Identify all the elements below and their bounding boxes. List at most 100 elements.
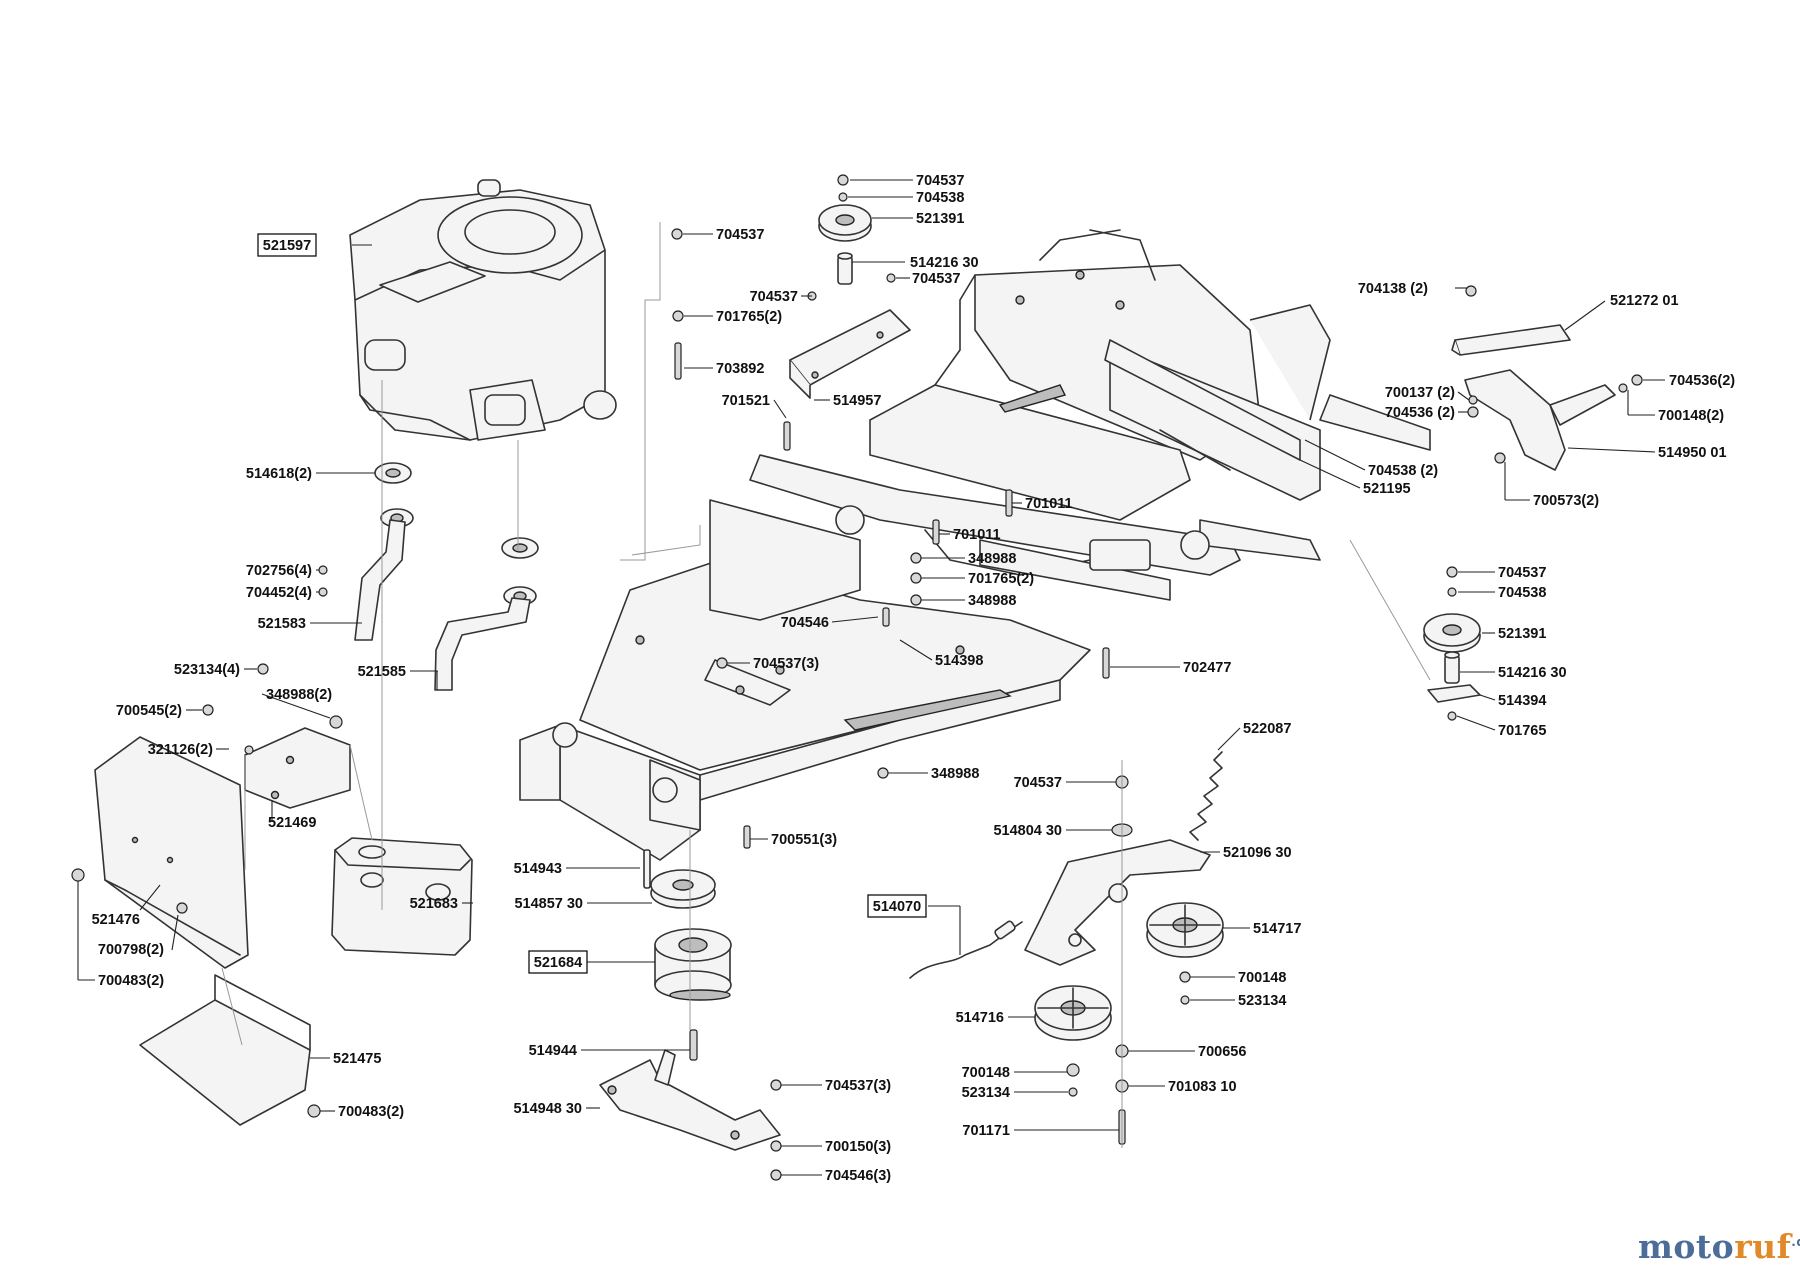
part-callout: 700656 — [1198, 1044, 1246, 1060]
part-number-label: 514857 30 — [514, 896, 583, 912]
part-callout: 521272 01 — [1610, 293, 1679, 309]
part-callout: 321126(2) — [148, 742, 213, 758]
brace-bar-illustration — [1451, 324, 1571, 356]
part-callout: 523134 — [962, 1085, 1010, 1101]
part-callout: 700483(2) — [338, 1104, 404, 1120]
pulley-plate-right-illustration — [1427, 684, 1481, 703]
part-number-label: 523134 — [1238, 993, 1286, 1009]
part-number-label: 514216 30 — [910, 255, 979, 271]
spring-illustration — [1189, 751, 1223, 841]
part-callout: 514398 — [935, 653, 983, 669]
part-number-label: 523134 — [962, 1085, 1010, 1101]
part-number-label: 700573(2) — [1533, 493, 1599, 509]
part-number-label: 701765(2) — [716, 309, 782, 325]
part-number-label: 704546(3) — [825, 1168, 891, 1184]
part-number-label: 701083 10 — [1168, 1079, 1237, 1095]
part-callout: 514394 — [1498, 693, 1546, 709]
cable-illustration — [909, 920, 1023, 979]
part-callout: 701765 — [1498, 723, 1546, 739]
part-callout: 521597 — [257, 233, 317, 257]
part-callout: 522087 — [1243, 721, 1291, 737]
part-callout: 514957 — [833, 393, 881, 409]
watermark-tld: .de — [1791, 1235, 1800, 1249]
part-number-label: 701011 — [953, 527, 1001, 543]
part-callout: 521391 — [1498, 626, 1546, 642]
part-callout: 514618(2) — [246, 466, 312, 482]
part-callout: 514804 30 — [993, 823, 1062, 839]
part-number-label: 702756(4) — [246, 563, 312, 579]
part-callout: 514950 01 — [1658, 445, 1727, 461]
part-number-label: 521195 — [1363, 481, 1411, 497]
part-number-box — [528, 950, 588, 974]
deflector-plate-illustration — [139, 974, 311, 1126]
part-callout: 514070 — [867, 894, 927, 918]
part-callout: 704536(2) — [1669, 373, 1735, 389]
idler-pulley-lower-right-illustration — [1146, 902, 1224, 958]
part-callout: 523134(4) — [174, 662, 240, 678]
part-number-label: 701521 — [722, 393, 770, 409]
part-callout: 704538 (2) — [1368, 463, 1438, 479]
motoruf-watermark: motoruf.de — [1638, 1227, 1800, 1266]
part-number-label: 704537(3) — [753, 656, 819, 672]
part-number-label: 701765 — [1498, 723, 1546, 739]
part-number-label: 521597 — [263, 238, 311, 254]
part-number-label: 700148 — [962, 1065, 1010, 1081]
part-callout: 700551(3) — [771, 832, 837, 848]
part-number-label: 704538 — [916, 190, 964, 206]
part-callout: 521475 — [333, 1051, 381, 1067]
part-callout: 704537 — [750, 289, 798, 305]
part-number-label: 704536 (2) — [1385, 405, 1455, 421]
part-callout: 348988 — [968, 551, 1016, 567]
part-callout: 701083 10 — [1168, 1079, 1237, 1095]
part-number-label: 514944 — [529, 1043, 577, 1059]
part-callout: 523134 — [1238, 993, 1286, 1009]
part-callout: 704452(4) — [246, 585, 312, 601]
idler-pulley-upper-illustration — [818, 204, 872, 242]
part-number-label: 521475 — [333, 1051, 381, 1067]
part-number-label: 702477 — [1183, 660, 1231, 676]
part-callout: 521096 30 — [1223, 845, 1292, 861]
part-number-label: 521476 — [92, 912, 140, 928]
part-callout: 514857 30 — [514, 896, 583, 912]
part-callout: 701765(2) — [716, 309, 782, 325]
part-number-label: 514618(2) — [246, 466, 312, 482]
part-callout: 521469 — [268, 815, 316, 831]
spacer-right-illustration — [1444, 651, 1460, 684]
part-number-label: 521585 — [358, 664, 406, 680]
part-number-label: 514943 — [514, 861, 562, 877]
part-number-label: 701765(2) — [968, 571, 1034, 587]
part-callout: 700148 — [962, 1065, 1010, 1081]
part-number-label: 521272 01 — [1610, 293, 1679, 309]
part-callout: 700483(2) — [98, 973, 164, 989]
part-callout: 701171 — [962, 1123, 1010, 1139]
part-number-label: 521391 — [916, 211, 964, 227]
exhaust-pipe-left-illustration — [354, 519, 406, 641]
part-callout: 704537 — [1014, 775, 1062, 791]
part-callout: 521476 — [92, 912, 140, 928]
part-number-label: 521096 30 — [1223, 845, 1292, 861]
part-callout: 704546(3) — [825, 1168, 891, 1184]
part-callout: 521391 — [916, 211, 964, 227]
part-number-label: 701171 — [962, 1123, 1010, 1139]
part-number-label: 514070 — [873, 899, 921, 915]
part-number-label: 514216 30 — [1498, 665, 1567, 681]
part-number-label: 704537 — [916, 173, 964, 189]
part-number-label: 704546 — [781, 615, 829, 631]
part-callout: 700137 (2) — [1385, 385, 1455, 401]
clutch-bracket-illustration — [599, 1049, 781, 1151]
part-number-label: 703892 — [716, 361, 764, 377]
idler-arm-illustration — [1024, 839, 1211, 966]
leader-lines — [77, 179, 1665, 1176]
part-number-label: 521391 — [1498, 626, 1546, 642]
part-callout: 700573(2) — [1533, 493, 1599, 509]
part-number-label: 700483(2) — [338, 1104, 404, 1120]
part-number-label: 514804 30 — [993, 823, 1062, 839]
part-number-label: 514957 — [833, 393, 881, 409]
part-callout: 704538 — [916, 190, 964, 206]
part-callout: 514216 30 — [910, 255, 979, 271]
part-callout: 704537 — [912, 271, 960, 287]
part-callout: 704537(3) — [753, 656, 819, 672]
idler-pulley-lower-left-illustration — [1034, 985, 1112, 1041]
